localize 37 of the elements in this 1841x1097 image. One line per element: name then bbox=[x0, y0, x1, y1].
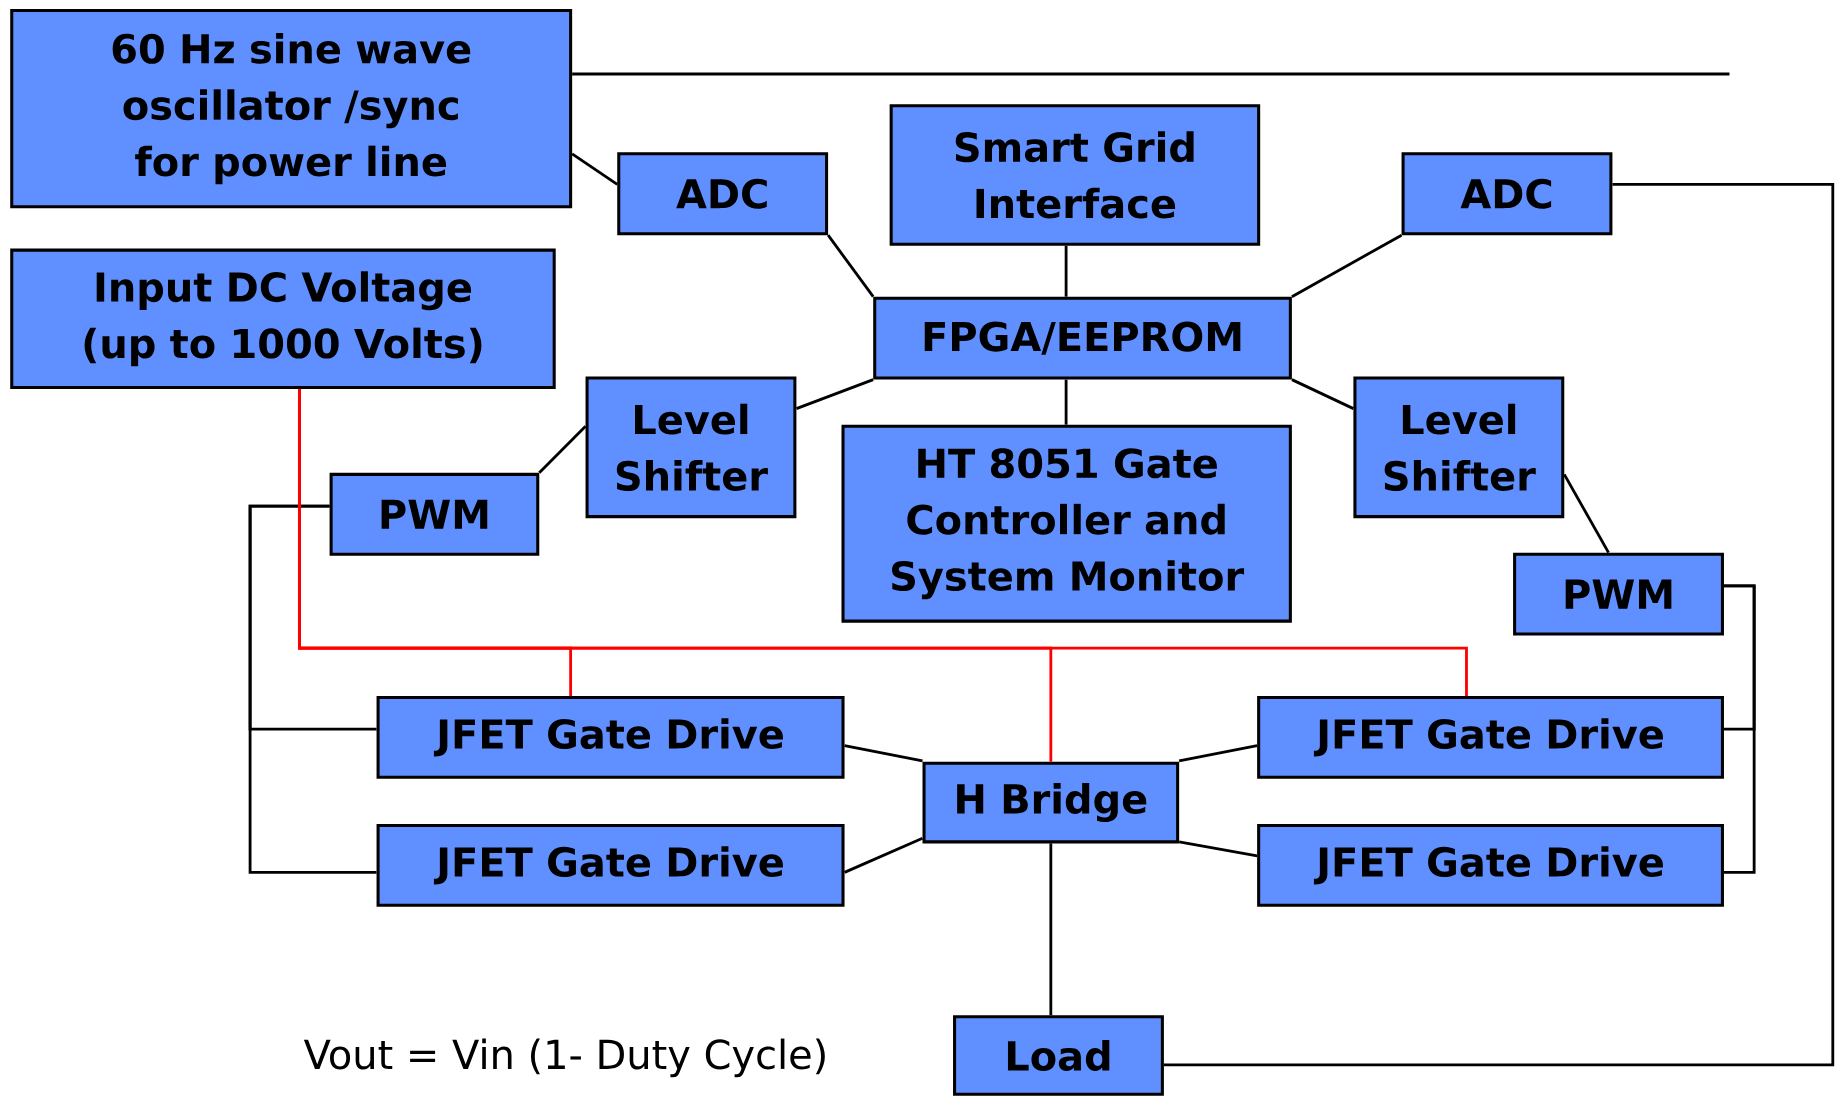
block-box: JFET Gate Drive bbox=[376, 696, 845, 779]
block-box: Smart Grid Interface bbox=[889, 104, 1261, 246]
block-box: PWM bbox=[1513, 552, 1724, 636]
block-box: FPGA/EEPROM bbox=[873, 296, 1292, 380]
block-box: PWM bbox=[329, 473, 540, 556]
block-box: JFET Gate Drive bbox=[1257, 824, 1724, 907]
block-box: H Bridge bbox=[922, 761, 1180, 844]
block-box: JFET Gate Drive bbox=[1257, 696, 1724, 779]
connector-line bbox=[538, 425, 587, 474]
block-box: Level Shifter bbox=[585, 376, 797, 519]
connector-line bbox=[1178, 840, 1258, 858]
connector-line bbox=[1163, 183, 1835, 1067]
block-box: ADC bbox=[1401, 152, 1613, 236]
connector-line bbox=[1291, 378, 1354, 411]
connector-line bbox=[844, 837, 924, 874]
connector-line bbox=[572, 72, 1730, 76]
connector-line bbox=[1723, 584, 1756, 874]
connector-line bbox=[1049, 843, 1053, 1016]
connector-line bbox=[1064, 245, 1068, 297]
connector-line bbox=[1178, 744, 1258, 763]
block-box: HT 8051 Gate Controller and System Monitor bbox=[841, 424, 1292, 623]
block-box: Level Shifter bbox=[1353, 376, 1565, 519]
connector-line bbox=[248, 504, 377, 874]
block-box: JFET Gate Drive bbox=[376, 824, 845, 907]
connector-line bbox=[1291, 234, 1403, 299]
connector-line bbox=[298, 389, 1468, 697]
connector-line bbox=[1064, 379, 1068, 425]
block-box: Load bbox=[953, 1015, 1164, 1096]
connector-line bbox=[795, 378, 874, 411]
block-box: ADC bbox=[617, 152, 829, 236]
connector-line bbox=[571, 152, 619, 186]
connector-line bbox=[844, 744, 923, 763]
block-box: Input DC Voltage (up to 1000 Volts) bbox=[10, 248, 556, 390]
connector-line bbox=[826, 234, 875, 298]
formula-note: Vout = Vin (1- Duty Cycle) bbox=[303, 1038, 825, 1078]
block-box: 60 Hz sine wave oscillator /sync for power line bbox=[10, 9, 573, 209]
connector-line bbox=[1563, 473, 1610, 554]
